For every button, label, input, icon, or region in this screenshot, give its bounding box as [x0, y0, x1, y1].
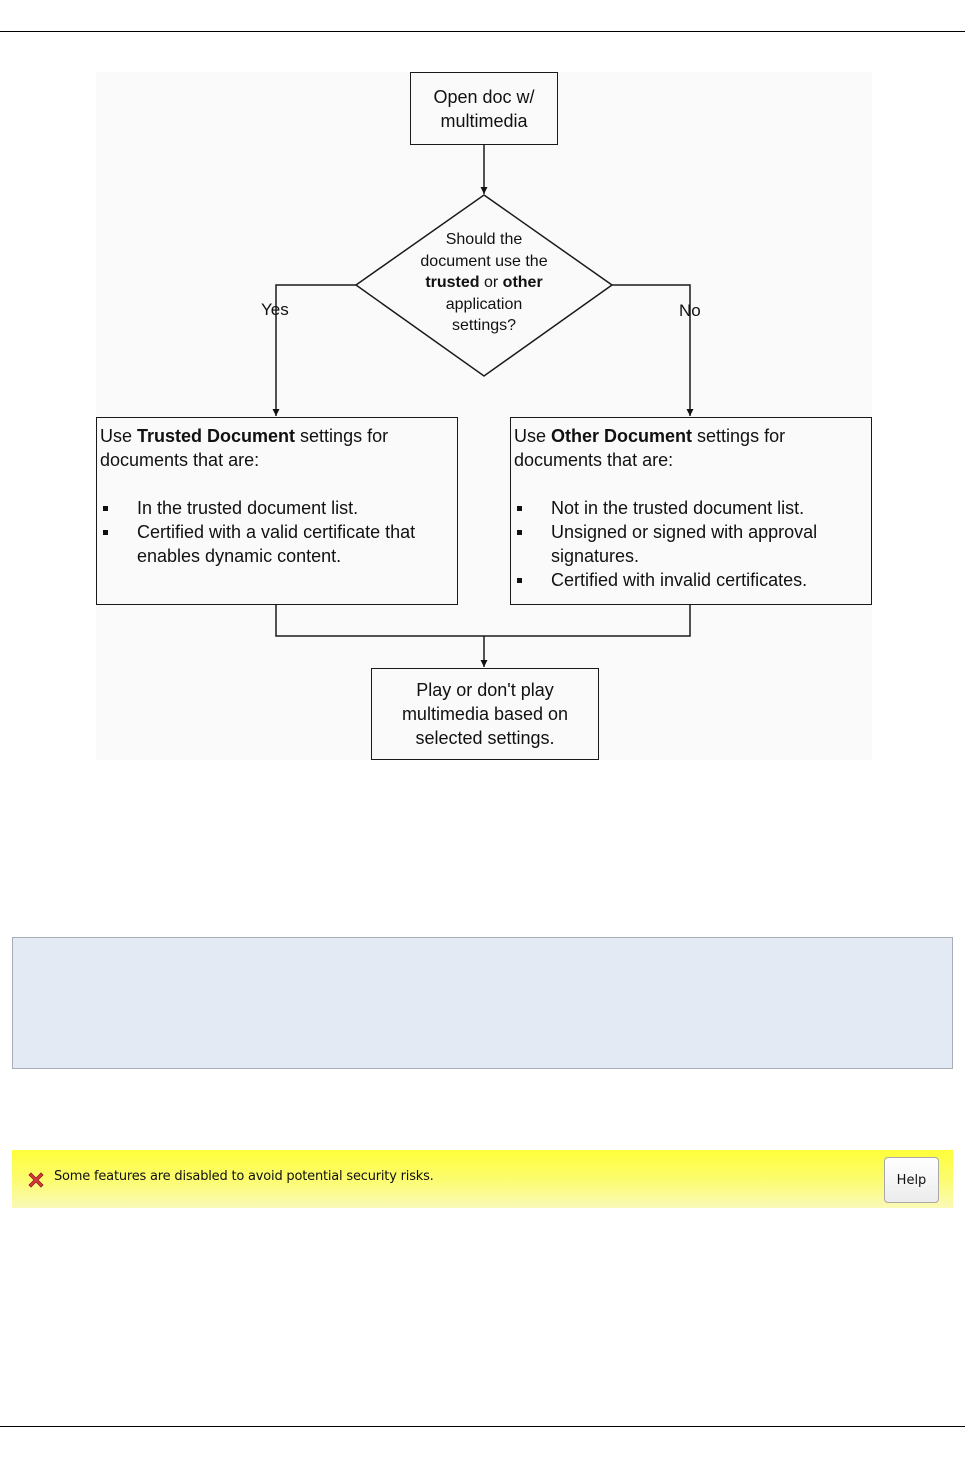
header-rule	[0, 31, 965, 32]
end-box-text: Play or don't play multimedia based on s…	[401, 680, 569, 748]
other-conditions-list: Not in the trusted document list. Unsign…	[514, 496, 867, 592]
list-item: Certified with a valid certificate that …	[100, 520, 453, 568]
merge-line	[275, 604, 691, 637]
list-item: Not in the trusted document list.	[514, 496, 867, 520]
security-warning-message: Some features are disabled to avoid pote…	[54, 1169, 434, 1184]
help-button[interactable]: Help	[884, 1157, 939, 1203]
note-panel	[12, 937, 953, 1069]
trusted-document-box: Use Trusted Document settings for docume…	[96, 417, 458, 605]
end-box: Play or don't play multimedia based on s…	[371, 668, 599, 760]
red-x-icon	[26, 1170, 46, 1190]
other-document-box: Use Other Document settings for document…	[510, 417, 872, 605]
footer-rule	[0, 1426, 965, 1427]
decision-text: Should the document use the trusted or o…	[420, 231, 548, 334]
yes-label: Yes	[261, 300, 289, 319]
decision-diamond	[354, 194, 614, 377]
no-label: No	[679, 301, 701, 320]
list-item: Certified with invalid certificates.	[514, 568, 867, 592]
security-warning-bar: Some features are disabled to avoid pote…	[12, 1150, 953, 1208]
list-item: In the trusted document list.	[100, 496, 453, 520]
multimedia-trust-flowchart: Open doc w/ multimedia Should the docume…	[96, 72, 872, 760]
trusted-box-heading: Use Trusted Document settings for docume…	[100, 426, 394, 470]
other-box-heading: Use Other Document settings for document…	[514, 426, 791, 470]
start-box-text: Open doc w/ multimedia	[433, 86, 535, 131]
list-item: Unsigned or signed with approval signatu…	[514, 520, 867, 568]
no-branch-arrow	[612, 284, 694, 416]
start-box: Open doc w/ multimedia	[410, 72, 558, 145]
yes-branch-arrow	[272, 284, 356, 416]
trusted-conditions-list: In the trusted document list. Certified …	[100, 496, 453, 568]
flowchart-connectors	[272, 145, 694, 667]
